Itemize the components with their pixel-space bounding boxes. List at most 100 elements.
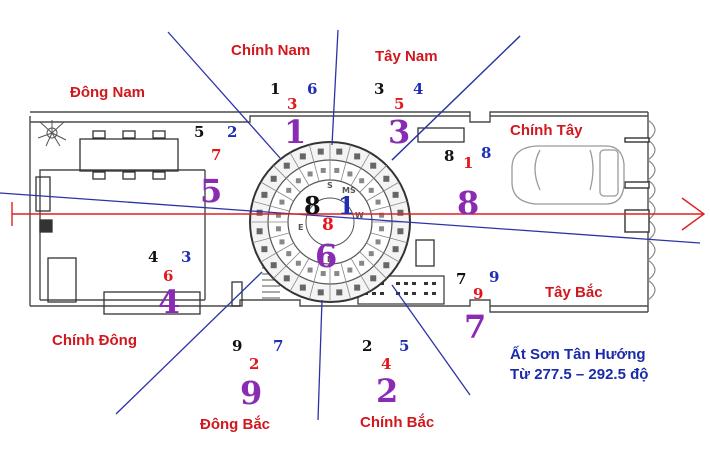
compass-glyph-mark: [354, 284, 361, 291]
center-mountain-star: 8: [304, 191, 321, 220]
luopan-compass: [249, 141, 411, 303]
compass-glyph-mark: [354, 153, 361, 160]
south-mountain-star: 1: [270, 80, 281, 98]
compass-glyph-mark: [370, 275, 377, 282]
compass-glyph-mark: [261, 246, 268, 253]
sector-lines: [0, 29, 701, 421]
compass-tick: [252, 200, 271, 207]
caption-line-2: Từ 277.5 – 292.5 độ: [510, 366, 649, 383]
compass-glyph-mark: [283, 162, 290, 169]
compass-tick: [373, 165, 387, 179]
compass-glyph-mark: [279, 199, 285, 205]
southeast-base-star: 7: [211, 146, 222, 164]
southeast-water-star: 2: [227, 123, 238, 141]
east-mountain-star: 4: [148, 248, 159, 266]
compass-glyph-mark: [368, 187, 374, 193]
compass-tick: [350, 258, 362, 276]
compass-tick: [345, 281, 352, 300]
compass-glyph-mark: [275, 226, 281, 232]
compass-tick: [276, 242, 294, 254]
compass-tick: [359, 251, 375, 267]
label-tay-bac: Tây Bắc: [545, 284, 603, 301]
compass-glyph-mark: [397, 228, 404, 235]
compass-glyph-mark: [347, 171, 353, 177]
compass-label-w: W: [355, 211, 364, 220]
compass-glyph-mark: [392, 246, 399, 253]
compass-tick: [340, 162, 347, 182]
compass-glyph-mark: [295, 260, 301, 266]
compass-glyph-mark: [261, 191, 268, 198]
compass-ring-labels: S MS W E N: [298, 181, 364, 264]
compass-tick: [260, 252, 277, 263]
compass-tick: [383, 181, 400, 192]
north-main-number: 2: [376, 372, 399, 410]
east-base-star: 6: [163, 267, 174, 285]
compass-glyph-mark: [383, 175, 390, 182]
northwest-mountain-star: 7: [456, 270, 467, 288]
label-tay-nam: Tây Nam: [375, 48, 438, 65]
northwest-main-number: 7: [464, 308, 487, 346]
compass-tick: [252, 237, 271, 244]
compass-tick: [260, 181, 277, 192]
south-main-number: 1: [284, 113, 307, 151]
label-chinh-dong: Chính Đông: [52, 332, 137, 349]
label-chinh-tay: Chính Tây: [510, 122, 583, 139]
compass-glyph-mark: [256, 209, 263, 216]
compass-glyph-mark: [375, 239, 381, 245]
compass-glyph-mark: [279, 239, 285, 245]
compass-glyph-mark: [379, 226, 385, 232]
compass-tick: [340, 262, 347, 282]
compass-glyph-mark: [334, 167, 340, 173]
compass-tick: [345, 144, 352, 163]
wall-bumps: [646, 119, 656, 301]
compass-label-ms: MS: [342, 186, 356, 195]
west-water-star: 8: [481, 144, 492, 162]
south-base-star: 3: [287, 95, 298, 113]
compass-glyph-mark: [299, 153, 306, 160]
compass-glyph-mark: [307, 171, 313, 177]
compass-tick: [359, 177, 375, 193]
compass-glyph-mark: [317, 289, 324, 296]
compass-tick: [273, 165, 287, 179]
label-chinh-nam: Chính Nam: [231, 42, 311, 59]
compass-label-s: S: [327, 181, 333, 190]
northeast-base-star: 2: [249, 355, 260, 373]
center-water-star: 1: [338, 191, 355, 220]
east-water-star: 3: [181, 248, 192, 266]
south-water-star: 6: [307, 80, 318, 98]
compass-tick: [370, 205, 390, 212]
compass-glyph-mark: [370, 162, 377, 169]
compass-tick: [373, 265, 387, 279]
compass-glyph-mark: [275, 212, 281, 218]
compass-tick: [273, 265, 287, 279]
plant-drawing: [37, 120, 67, 147]
compass-tick: [389, 200, 408, 207]
north-mountain-star: 2: [362, 337, 373, 355]
north-base-star: 4: [381, 355, 392, 373]
compass-tick: [360, 275, 371, 292]
compass-glyph-mark: [336, 148, 343, 155]
compass-tick: [360, 152, 371, 169]
southwest-water-star: 4: [413, 80, 424, 98]
compass-tick: [285, 251, 301, 267]
compass-glyph-mark: [347, 267, 353, 273]
compass-glyph-mark: [286, 187, 292, 193]
southwest-mountain-star: 3: [374, 80, 385, 98]
compass-tick: [389, 237, 408, 244]
compass-glyph-mark: [307, 267, 313, 273]
compass-glyph-mark: [392, 191, 399, 198]
northwest-water-star: 9: [489, 268, 500, 286]
compass-glyph-mark: [317, 148, 324, 155]
west-mountain-star: 8: [444, 147, 455, 165]
northeast-mountain-star: 9: [232, 337, 243, 355]
compass-glyph-mark: [359, 260, 365, 266]
label-dong-nam: Đông Nam: [70, 84, 145, 101]
northwest-base-star: 9: [473, 285, 484, 303]
label-chinh-bac: Chính Bắc: [360, 414, 435, 431]
compass-tick: [313, 162, 320, 182]
southeast-main-number: 5: [200, 172, 223, 210]
compass-glyph-mark: [283, 275, 290, 282]
left-fixtures: [35, 127, 465, 315]
southeast-mountain-star: 5: [194, 123, 205, 141]
